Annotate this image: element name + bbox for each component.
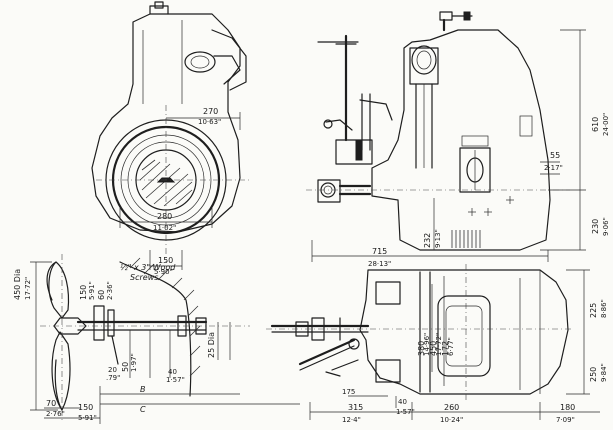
dim-40-shaft: 40: [168, 368, 177, 376]
dim-60: 60: [97, 290, 106, 300]
dim-225-in: 8·86": [600, 299, 608, 318]
dim-172-in: 6·77": [447, 337, 455, 356]
dim-25dia: 25 Dia: [207, 332, 216, 358]
dim-55-in: 2·17": [544, 164, 563, 172]
dim-50: 50: [121, 362, 130, 372]
dim-380: 380: [417, 341, 426, 356]
wood-screws-note-2: Screws: [130, 273, 158, 282]
dim-225: 225: [589, 303, 598, 318]
dim-230-in: 9·06": [602, 217, 610, 236]
dim-150-bottom-in: 5·91": [78, 414, 97, 422]
dim-40-shaft-in: 1·57": [166, 376, 185, 384]
dim-260: 260: [444, 403, 459, 412]
dim-letter-b: B: [140, 385, 146, 394]
dim-270: 270: [203, 107, 218, 116]
dim-150-prop-in: 5·91": [88, 281, 96, 300]
dim-150-bottom: 150: [78, 403, 93, 412]
dim-280-in: 11·02": [153, 224, 176, 232]
dim-315: 315: [348, 403, 363, 412]
dim-250: 250: [589, 367, 598, 382]
dim-70-in: 2·76": [46, 410, 65, 418]
dim-280: 280: [157, 212, 172, 221]
dim-230: 230: [591, 219, 600, 234]
dim-450: 450: [429, 341, 438, 356]
dim-60-in: 2·36": [106, 281, 114, 300]
dim-450-in: 17·72": [435, 333, 443, 356]
dim-50-in: 1·97": [130, 353, 138, 372]
dim-610: 610: [591, 117, 600, 132]
side-view: [306, 11, 586, 262]
dim-letter-c: C: [140, 405, 146, 414]
dim-150-in: 5·90": [154, 268, 173, 276]
dim-20: 20: [108, 366, 117, 374]
dim-20-in: .79": [106, 374, 120, 382]
dim-715: 715: [372, 247, 387, 256]
dim-70: 70: [46, 399, 56, 408]
dim-232-in: 9·13": [434, 229, 442, 248]
dim-175: 175: [342, 388, 355, 396]
dim-270-in: 10·63": [198, 118, 221, 126]
dim-715-in: 28·13": [368, 260, 391, 268]
dim-450dia: 450 Dia: [13, 269, 22, 300]
dim-610-in: 24·00": [602, 113, 610, 136]
dim-315-in: 12·4": [342, 416, 361, 424]
dim-260-in: 10·24": [440, 416, 463, 424]
front-view: [91, 1, 250, 270]
dim-250-in: 9·84": [600, 363, 608, 382]
dim-172: 172: [441, 341, 450, 356]
dim-40-plan-in: 1·57": [396, 408, 415, 416]
dim-232: 232: [423, 233, 432, 248]
dim-450dia-in: 17·72": [24, 277, 32, 300]
propeller-view: [30, 254, 300, 424]
dim-180-in: 7·09": [556, 416, 575, 424]
dim-380-in: 14·96": [423, 333, 431, 356]
dim-40-plan: 40: [398, 398, 407, 406]
dim-150-prop: 150: [79, 285, 88, 300]
dim-55: 55: [550, 151, 560, 160]
dim-150: 150: [158, 256, 173, 265]
plan-view: [266, 264, 600, 420]
dim-180: 180: [560, 403, 575, 412]
wood-screws-note: ½" x 3" Wood: [120, 263, 176, 272]
